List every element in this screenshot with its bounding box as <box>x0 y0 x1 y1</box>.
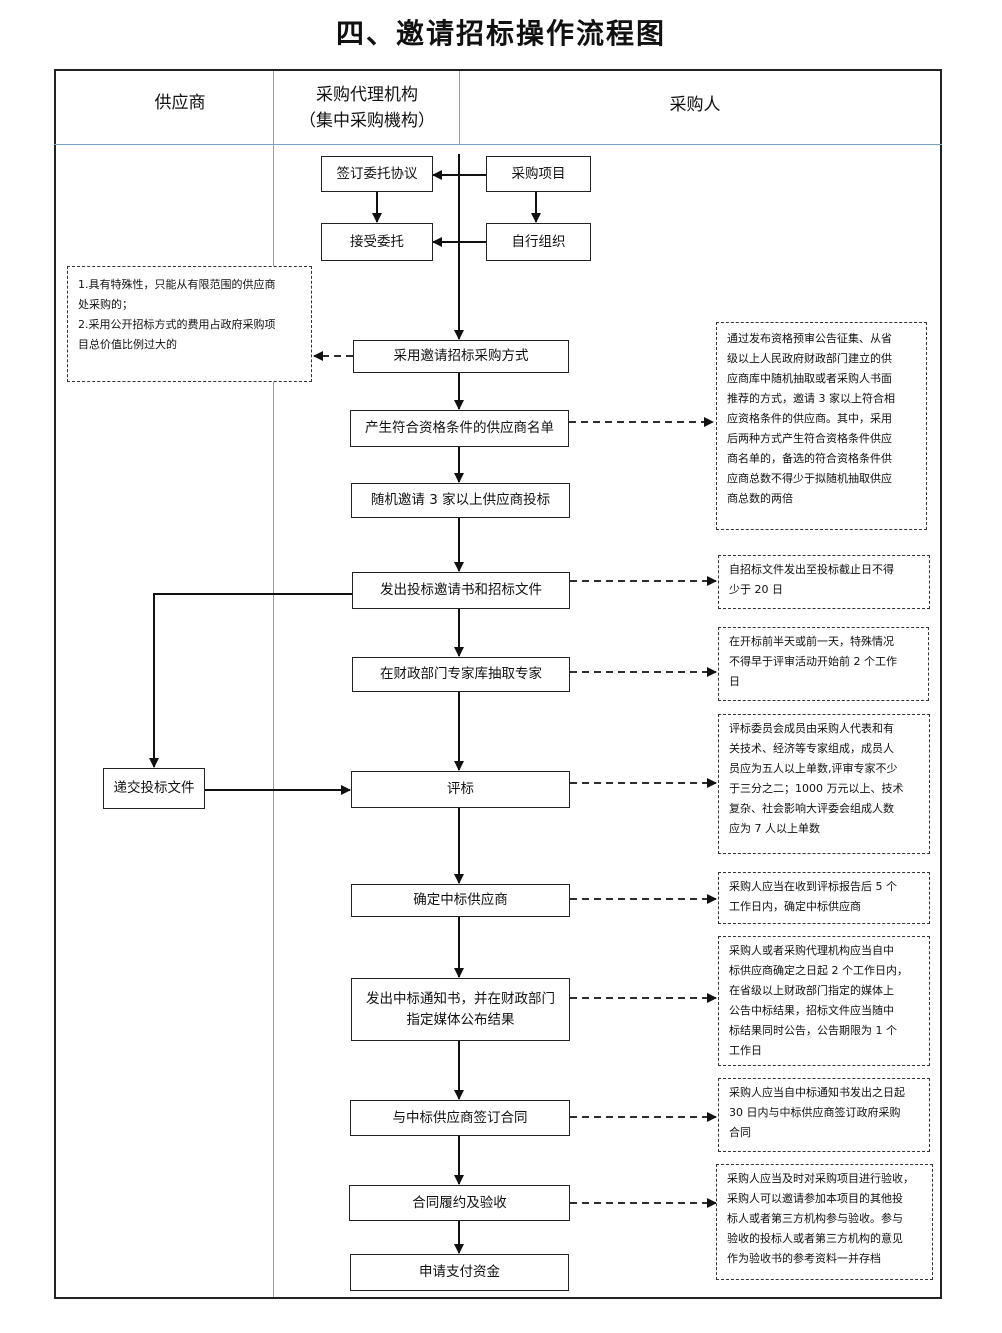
note-left-conditions: 1.具有特殊性，只能从有限范围的供应商 处采购的； 2.采用公开招标方式的费用占… <box>67 266 312 382</box>
note-line: 采购人应当自中标通知书发出之日起 <box>729 1086 905 1099</box>
note-line: 日 <box>729 675 740 688</box>
node-acceptance: 合同履约及验收 <box>349 1185 570 1221</box>
lane-divider-1 <box>273 71 274 1297</box>
note-line: 标结果同时公告，公告期限为 1 个 <box>729 1024 897 1037</box>
node-payment: 申请支付资金 <box>350 1254 569 1291</box>
note-line: 应为 7 人以上单数 <box>729 822 820 835</box>
note-line: 目总价值比例过大的 <box>78 338 177 351</box>
lane-title-agency-line1: 采购代理机构 <box>316 85 418 105</box>
note-evaluate: 评标委员会成员由采购人代表和有 关技术、经济等专家组成，成员人 员应为五人以上单… <box>718 714 930 854</box>
note-line: 评标委员会成员由采购人代表和有 <box>729 722 894 735</box>
note-line: 不得早于评审活动开始前 2 个工作 <box>729 655 897 668</box>
note-line: 商总数的两倍 <box>727 492 793 505</box>
node-submit-bid: 递交投标文件 <box>103 768 205 809</box>
note-line: 于三分之二；1000 万元以上、技术 <box>729 782 904 795</box>
note-line: 商名单的，备选的符合资格条件供 <box>727 452 892 465</box>
note-line: 自招标文件发出至投标截止日不得 <box>729 563 894 576</box>
node-qualified-list: 产生符合资格条件的供应商名单 <box>350 410 569 447</box>
note-line: 应资格条件的供应商。其中，采用 <box>727 412 892 425</box>
node-determine-winner: 确定中标供应商 <box>351 884 570 917</box>
note-line: 30 日内与中标供应商签订政府采购 <box>729 1106 901 1119</box>
note-line: 合同 <box>729 1126 751 1139</box>
diagram-frame <box>54 69 942 1299</box>
note-line: 级以上人民政府财政部门建立的供 <box>727 352 892 365</box>
note-line: 公告中标结果，招标文件应当随中 <box>729 1004 894 1017</box>
note-determine-winner: 采购人应当在收到评标报告后 5 个 工作日内，确定中标供应商 <box>718 872 930 924</box>
node-issue-docs: 发出投标邀请书和招标文件 <box>352 572 570 609</box>
note-line: 后两种方式产生符合资格条件供应 <box>727 432 892 445</box>
header-divider <box>54 144 942 145</box>
note-issue-docs: 自招标文件发出至投标截止日不得 少于 20 日 <box>718 555 930 609</box>
node-notice: 发出中标通知书，并在财政部门 指定媒体公布结果 <box>351 978 570 1041</box>
note-line: 在开标前半天或前一天，特殊情况 <box>729 635 894 648</box>
note-qualified-list: 通过发布资格预审公告征集、从省 级以上人民政府财政部门建立的供 应商库中随机抽取… <box>716 322 927 530</box>
lane-divider-2 <box>459 71 460 144</box>
node-draw-experts: 在财政部门专家库抽取专家 <box>352 657 570 692</box>
note-line: 在省级以上财政部门指定的媒体上 <box>729 984 894 997</box>
node-sign-agreement: 签订委托协议 <box>321 156 433 192</box>
note-draw-experts: 在开标前半天或前一天，特殊情况 不得早于评审活动开始前 2 个工作 日 <box>718 627 929 701</box>
note-notice: 采购人或者采购代理机构应当自中 标供应商确定之日起 2 个工作日内， 在省级以上… <box>718 936 930 1066</box>
note-line: 标人或者第三方机构参与验收。参与 <box>727 1212 903 1225</box>
note-acceptance: 采购人应当及时对采购项目进行验收， 采购人可以邀请参加本项目的其他投 标人或者第… <box>716 1164 933 1280</box>
note-line: 采购人或者采购代理机构应当自中 <box>729 944 894 957</box>
node-invite-method: 采用邀请招标采购方式 <box>353 340 569 373</box>
node-notice-line2: 指定媒体公布结果 <box>406 1011 515 1028</box>
note-line: 验收的投标人或者第三方机构的意见 <box>727 1232 903 1245</box>
node-sign-contract: 与中标供应商签订合同 <box>350 1100 570 1136</box>
node-random-invite: 随机邀请 3 家以上供应商投标 <box>351 483 570 518</box>
node-notice-line1: 发出中标通知书，并在财政部门 <box>366 990 555 1007</box>
note-line: 标供应商确定之日起 2 个工作日内， <box>729 964 908 977</box>
note-line: 应商库中随机抽取或者采购人书面 <box>727 372 892 385</box>
note-line: 员应为五人以上单数,评审专家不少 <box>729 762 898 775</box>
note-sign-contract: 采购人应当自中标通知书发出之日起 30 日内与中标供应商签订政府采购 合同 <box>718 1078 930 1152</box>
note-line: 工作日 <box>729 1044 762 1057</box>
note-line: 采购人可以邀请参加本项目的其他投 <box>727 1192 903 1205</box>
lane-title-supplier: 供应商 <box>154 93 206 113</box>
note-line: 处采购的； <box>78 298 133 311</box>
note-line: 复杂、社会影响大评委会组成人数 <box>729 802 894 815</box>
note-line: 关技术、经济等专家组成，成员人 <box>729 742 894 755</box>
node-self-organize: 自行组织 <box>486 223 591 261</box>
note-line: 采购人应当及时对采购项目进行验收， <box>727 1172 914 1185</box>
lane-title-purchaser: 采购人 <box>669 95 721 115</box>
note-line: 工作日内，确定中标供应商 <box>729 900 861 913</box>
node-purchase-project: 采购项目 <box>486 156 591 192</box>
lane-title-agency-line2: （集中采购機构） <box>299 111 435 131</box>
node-evaluate: 评标 <box>351 771 570 808</box>
note-line: 1.具有特殊性，只能从有限范围的供应商 <box>78 278 276 291</box>
note-line: 采购人应当在收到评标报告后 5 个 <box>729 880 897 893</box>
page-title: 四、邀请招标操作流程图 <box>335 17 666 50</box>
note-line: 应商总数不得少于拟随机抽取供应 <box>727 472 892 485</box>
node-accept-entrust: 接受委托 <box>321 223 433 261</box>
note-line: 通过发布资格预审公告征集、从省 <box>727 332 892 345</box>
lane-title-agency: 采购代理机构 （集中采购機构） <box>276 82 458 134</box>
note-line: 作为验收书的参考资料一并存档 <box>727 1252 881 1265</box>
note-line: 2.采用公开招标方式的费用占政府采购项 <box>78 318 276 331</box>
note-line: 推荐的方式，邀请 3 家以上符合相 <box>727 392 895 405</box>
note-line: 少于 20 日 <box>729 583 783 596</box>
